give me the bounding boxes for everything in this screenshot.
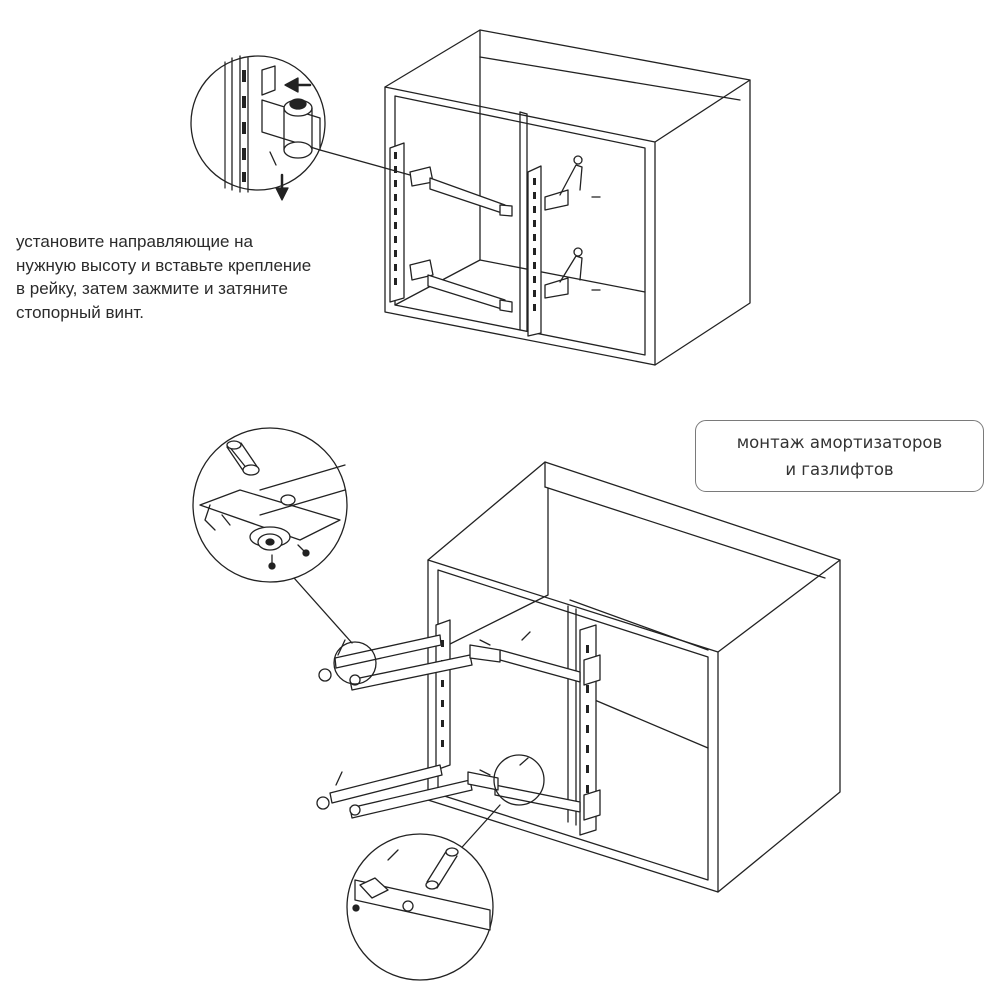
rail-bottom-right — [579, 624, 601, 836]
callout-top-hinge — [190, 55, 326, 201]
callout-gas-spring-mount — [192, 427, 348, 583]
rail-top-right — [527, 165, 542, 337]
section-label: монтаж амортизаторов и газлифтов — [695, 420, 984, 492]
callout-target-upper — [333, 641, 377, 685]
callout-leader-lower — [454, 804, 501, 856]
callout-leader-top — [319, 149, 411, 176]
callout-target-lower — [493, 754, 545, 806]
section-label-line2: и газлифтов — [785, 460, 894, 479]
top-mechanism-lower — [409, 247, 601, 313]
bottom-mechanism-lower — [316, 757, 581, 819]
top-mechanism-upper — [409, 155, 601, 217]
section-label-line1: монтаж амортизаторов — [736, 433, 943, 452]
callout-gas-spring-pin — [346, 833, 494, 981]
rail-top-left — [389, 142, 405, 303]
instruction-text: установите направляющие на нужную высоту… — [16, 232, 312, 322]
bottom-mechanism-upper — [318, 631, 581, 691]
top-cabinet — [384, 29, 751, 366]
bottom-cabinet — [427, 461, 841, 893]
